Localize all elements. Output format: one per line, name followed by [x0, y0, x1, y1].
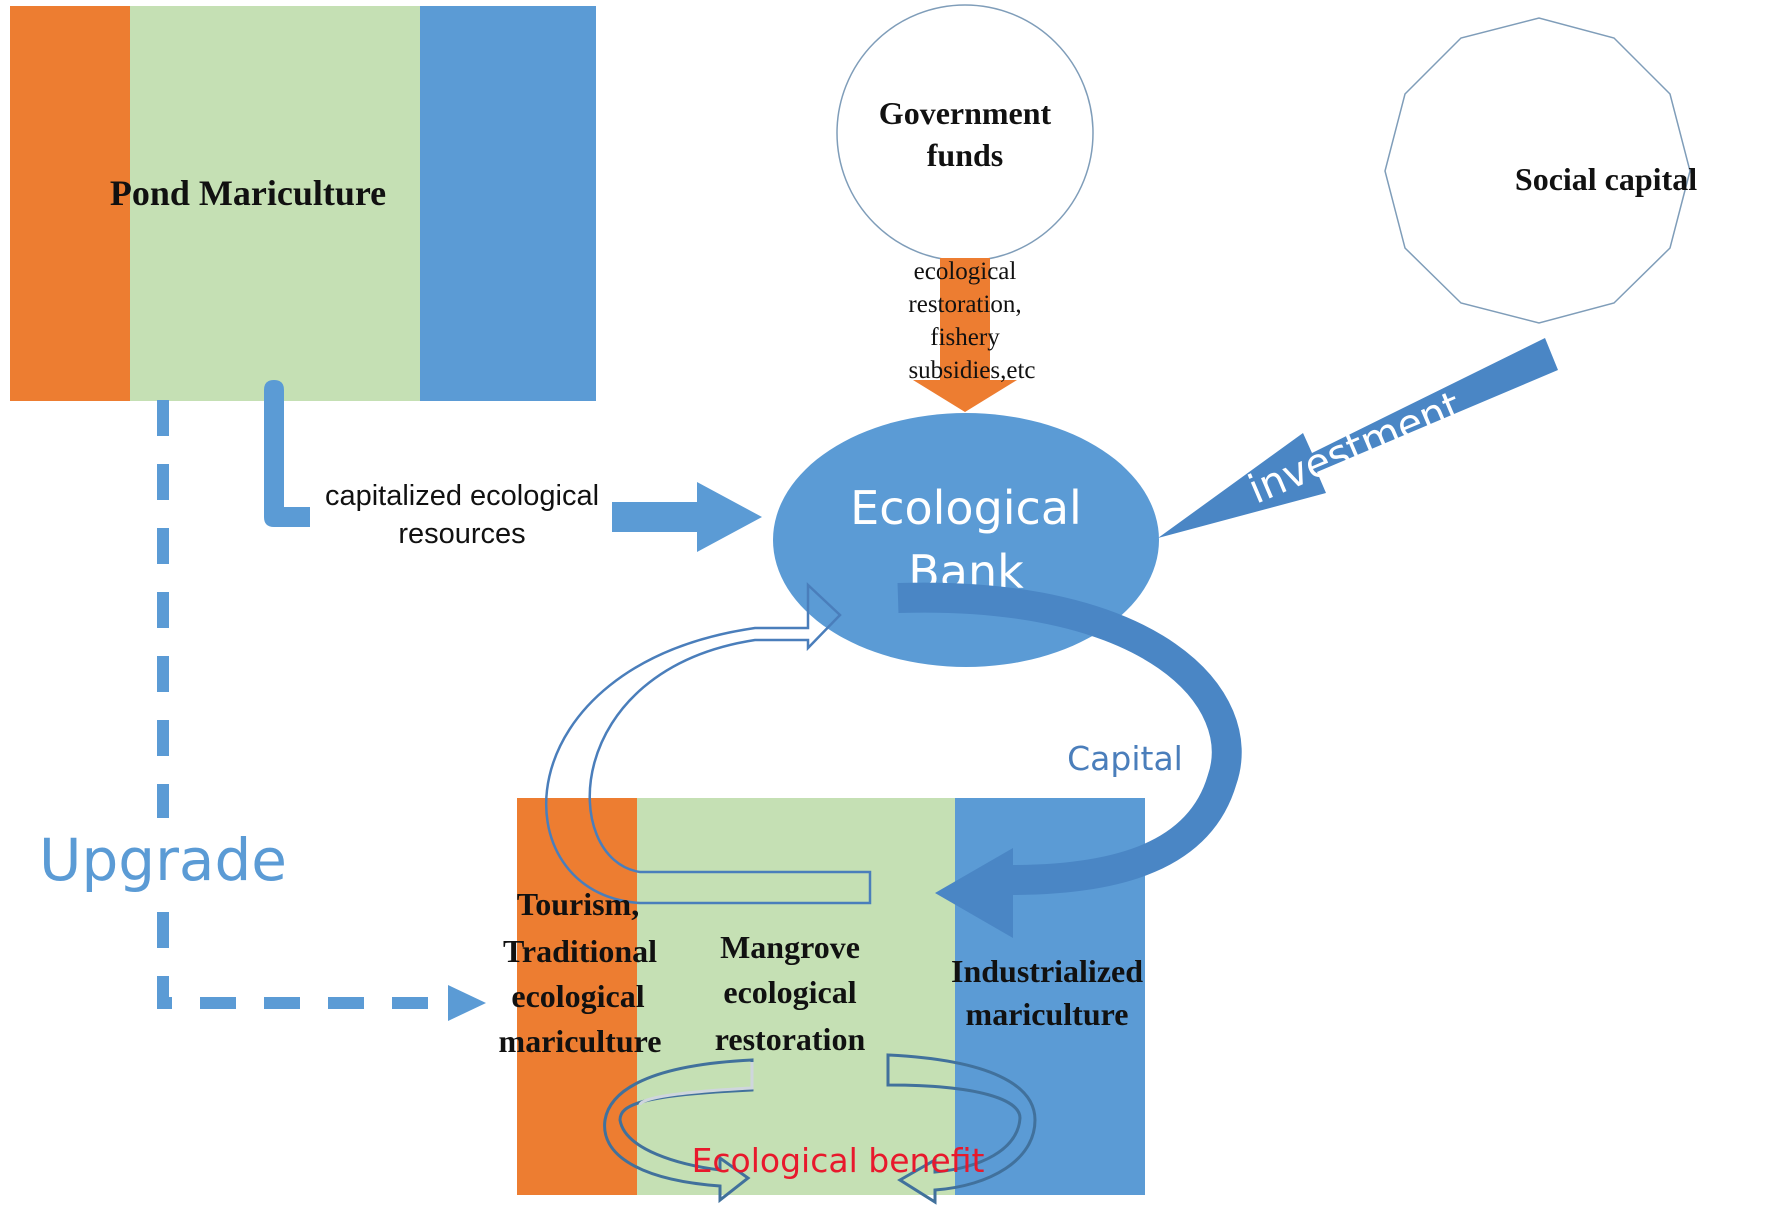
benefit-right-arc: [886, 1053, 1037, 1205]
mangrove-line2: ecological: [723, 974, 856, 1010]
capital-arrow-body: [897, 582, 1242, 895]
pond-mariculture-block: Pond Mariculture: [10, 6, 596, 401]
government-funds-circle: [836, 4, 1094, 262]
investment-arrow: investment: [1158, 338, 1558, 538]
return-arrow: [544, 582, 872, 905]
government-funds-arrow: ecological restoration, fishery subsidie…: [908, 258, 1036, 412]
capitalized-label-line1: capitalized ecological: [325, 480, 599, 512]
capital-label: Capital: [1067, 739, 1183, 778]
tourism-line3: ecological: [511, 978, 644, 1014]
capital-arrow-head: [935, 848, 1013, 938]
upgrade-dashed-line: [157, 400, 448, 1009]
government-funds-title-line1: Government: [879, 95, 1052, 131]
industrial-line2: mariculture: [966, 996, 1129, 1032]
ecological-benefit-cycle: Ecological benefit: [603, 1053, 1037, 1205]
mangrove-line3: restoration: [715, 1021, 866, 1057]
bottom-orange-strip: [517, 798, 637, 1195]
capital-arrow: Capital: [897, 582, 1242, 938]
gov-arrow-label-line4: subsidies,etc: [908, 357, 1035, 384]
upgrade-arrow: Upgrade: [39, 400, 486, 1021]
benefit-left-arc: [603, 1058, 754, 1204]
investment-label: investment: [1242, 383, 1468, 514]
benefit-left-arc-fill: [638, 1062, 754, 1106]
social-capital-node: Social capital: [1384, 17, 1697, 324]
bottom-labels: Tourism, Traditional ecological maricult…: [499, 886, 1144, 1059]
gov-arrow-label-line1: ecological: [914, 258, 1017, 285]
upgrade-label: Upgrade: [39, 826, 287, 894]
gov-arrow-label-line3: fishery: [930, 324, 1000, 351]
pond-orange-strip: [10, 6, 130, 401]
pond-blue-strip: [420, 6, 596, 401]
capitalized-arrow-head: [612, 482, 762, 552]
pond-green-strip: [130, 6, 420, 401]
down-arrow-shape: [913, 258, 1017, 412]
tourism-line1: Tourism,: [517, 886, 639, 922]
tourism-line2: Traditional: [503, 933, 657, 969]
capitalized-arrow-shaft: [264, 380, 310, 527]
upgrade-arrow-head: [448, 985, 486, 1021]
tourism-line4: mariculture: [499, 1023, 662, 1059]
investment-arrow-shape: [1158, 338, 1558, 538]
return-arrow-outline: [544, 582, 872, 905]
pond-mariculture-title: Pond Mariculture: [110, 173, 386, 213]
bottom-green-strip: [637, 798, 955, 1195]
mangrove-line1: Mangrove: [720, 929, 860, 965]
social-capital-title: Social capital: [1515, 161, 1697, 197]
capitalized-label-line2: resources: [398, 518, 525, 550]
government-funds-title-line2: funds: [927, 137, 1004, 173]
capitalized-resources-arrow: capitalized ecological resources: [264, 380, 762, 552]
gov-arrow-label-line2: restoration,: [908, 291, 1021, 318]
social-capital-dodecagon: [1384, 17, 1691, 324]
upgrade-label-bg: [40, 818, 290, 896]
ecological-benefit-label: Ecological benefit: [692, 1141, 985, 1180]
ecological-bank-line1: Ecological: [850, 481, 1082, 535]
industrial-line1: Industrialized: [951, 953, 1143, 989]
government-funds-node: Government funds: [836, 4, 1094, 262]
upgraded-mariculture-block: [517, 798, 1145, 1195]
